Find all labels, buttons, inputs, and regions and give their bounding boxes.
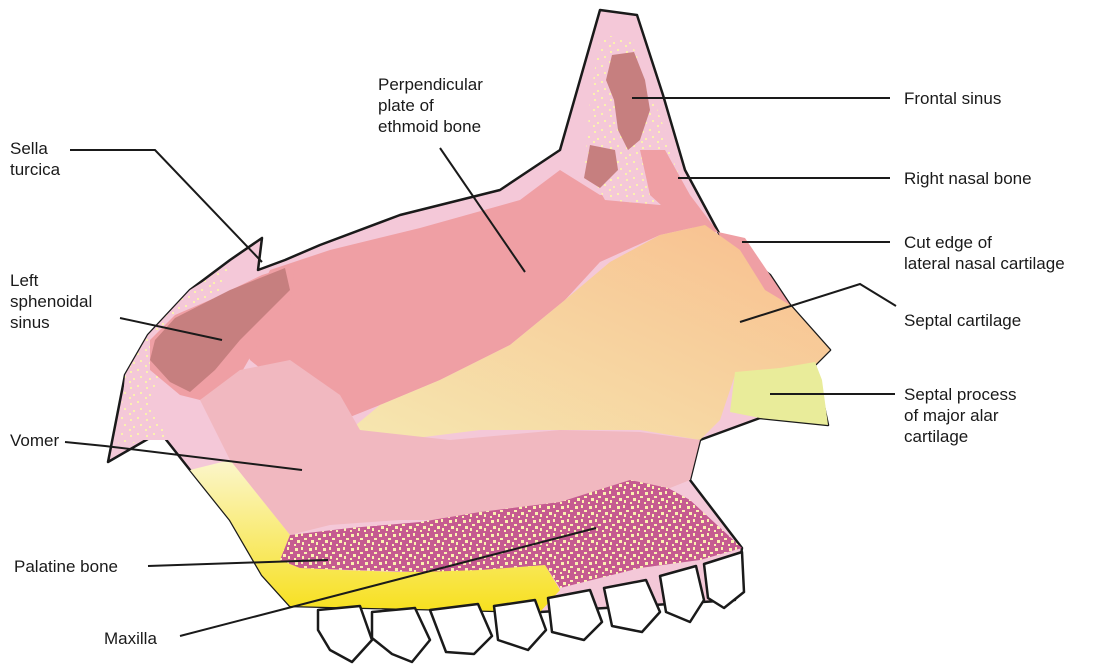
label-left-sphenoidal-sinus: Left sphenoidal sinus — [10, 270, 92, 333]
label-line: Palatine bone — [14, 556, 118, 577]
label-septal-process: Septal process of major alar cartilage — [904, 384, 1016, 447]
tooth-5 — [548, 590, 602, 640]
label-line: of major alar — [904, 405, 1016, 426]
label-line: cartilage — [904, 426, 1016, 447]
label-line: Cut edge of — [904, 232, 1065, 253]
label-line: ethmoid bone — [378, 116, 483, 137]
label-line: Septal process — [904, 384, 1016, 405]
label-line: Frontal sinus — [904, 88, 1001, 109]
label-right-nasal-bone: Right nasal bone — [904, 168, 1032, 189]
label-palatine-bone: Palatine bone — [14, 556, 118, 577]
label-line: Septal cartilage — [904, 310, 1021, 331]
label-line: Perpendicular — [378, 74, 483, 95]
leader-sella-turcica — [70, 150, 262, 262]
label-septal-cartilage: Septal cartilage — [904, 310, 1021, 331]
label-line: turcica — [10, 159, 60, 180]
label-line: lateral nasal cartilage — [904, 253, 1065, 274]
label-sella-turcica: Sella turcica — [10, 138, 60, 180]
tooth-4 — [494, 600, 546, 650]
label-cut-edge: Cut edge of lateral nasal cartilage — [904, 232, 1065, 274]
label-frontal-sinus: Frontal sinus — [904, 88, 1001, 109]
label-line: sinus — [10, 312, 92, 333]
label-line: Sella — [10, 138, 60, 159]
label-line: Right nasal bone — [904, 168, 1032, 189]
label-line: sphenoidal — [10, 291, 92, 312]
label-vomer: Vomer — [10, 430, 59, 451]
tooth-1 — [318, 606, 372, 662]
label-line: plate of — [378, 95, 483, 116]
tooth-2 — [372, 608, 430, 662]
label-line: Vomer — [10, 430, 59, 451]
label-line: Left — [10, 270, 92, 291]
tooth-7 — [660, 566, 704, 622]
label-line: Maxilla — [104, 628, 157, 649]
label-maxilla: Maxilla — [104, 628, 157, 649]
label-perpendicular-plate: Perpendicular plate of ethmoid bone — [378, 74, 483, 137]
